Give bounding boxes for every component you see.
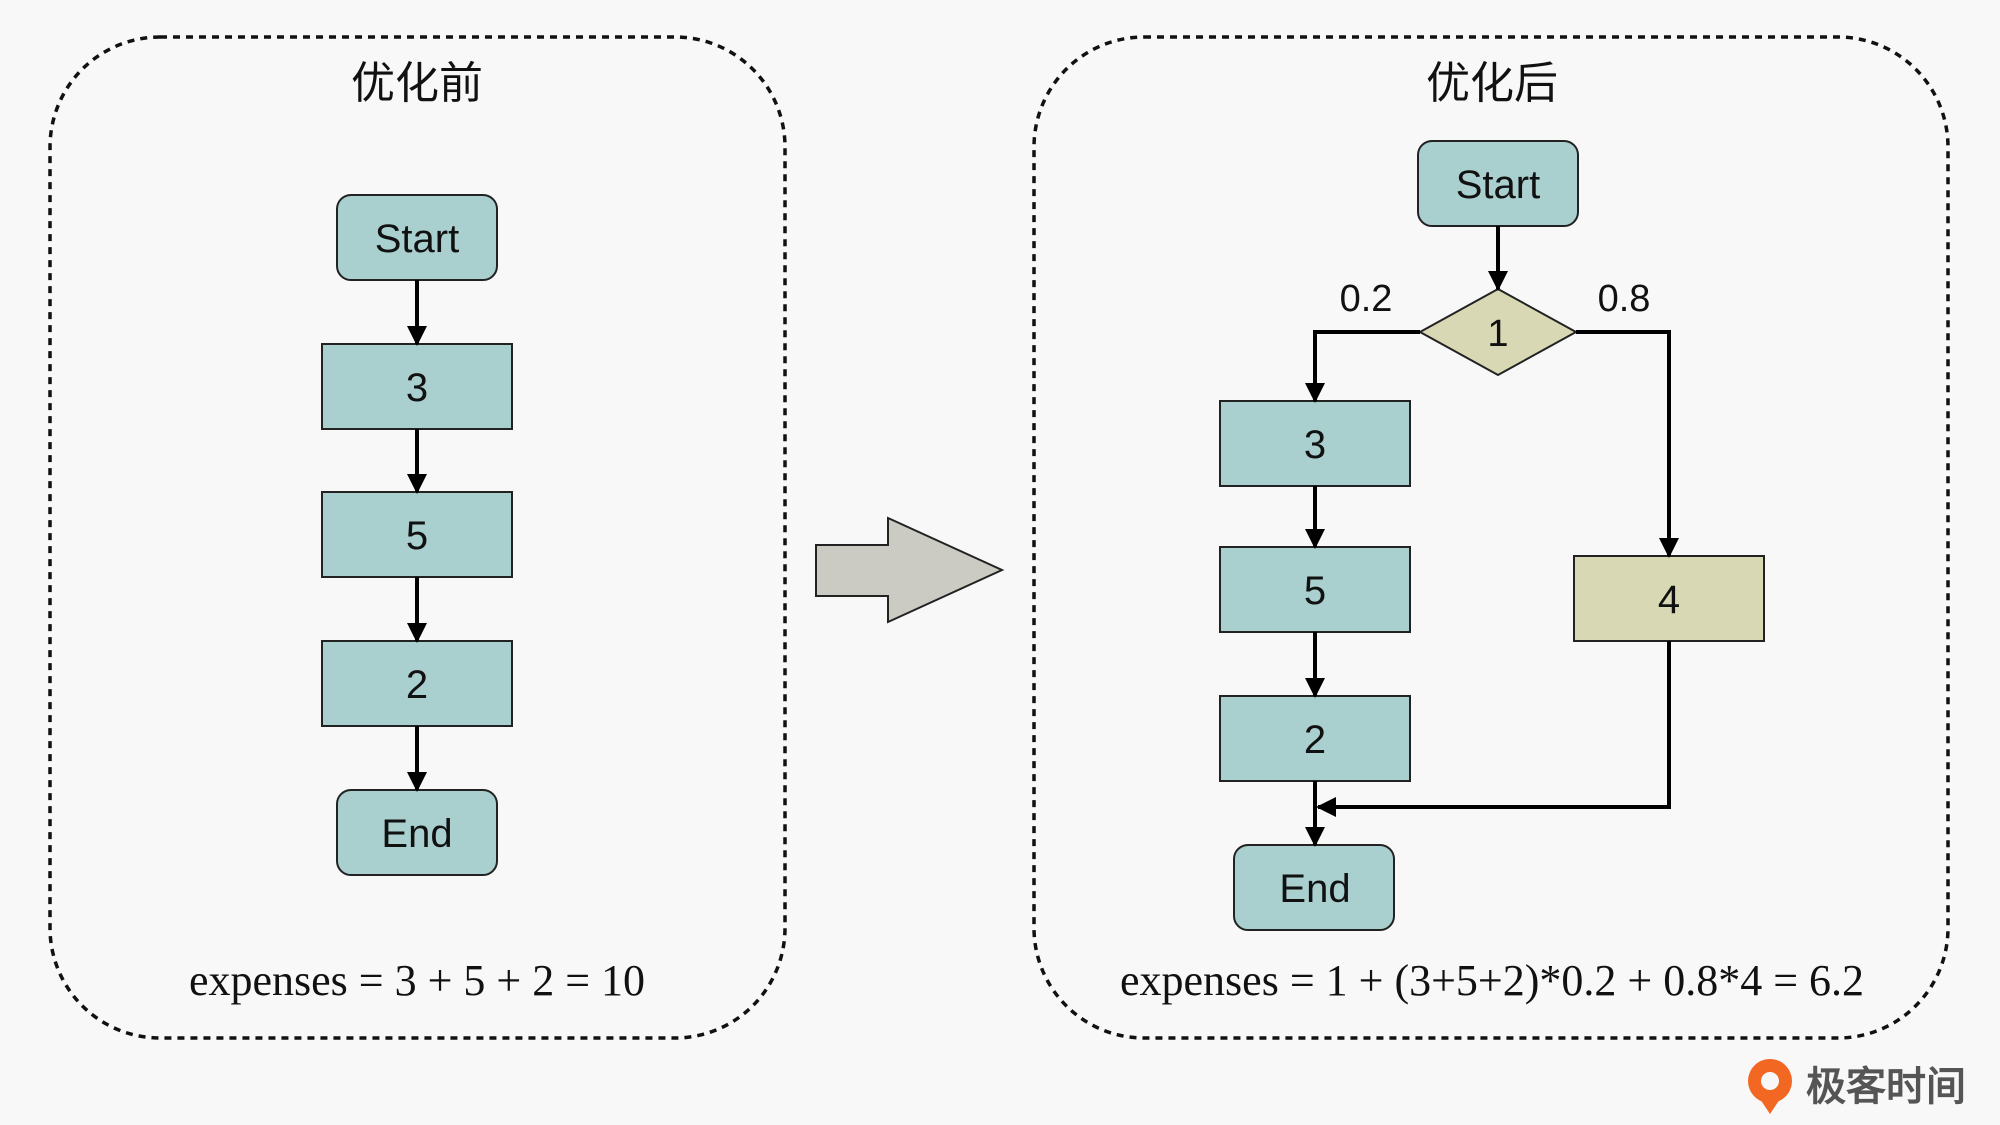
after-end-label: End bbox=[1279, 867, 1350, 911]
before-end-label: End bbox=[381, 812, 452, 856]
after-left-step-label: 3 bbox=[1304, 423, 1326, 467]
before-panel: 优化前 Start 3 5 2 End expenses = 3 + 5 + 2… bbox=[48, 35, 787, 1040]
after-right-step-label: 4 bbox=[1658, 578, 1680, 622]
after-title: 优化后 bbox=[1426, 58, 1558, 109]
after-left-probability: 0.2 bbox=[1340, 278, 1393, 320]
after-left-step-label: 2 bbox=[1304, 718, 1326, 762]
after-panel: 优化后 Start 1 0.2 0.8 3 5 2 4 End bbox=[1032, 35, 1950, 1040]
after-right-branch-arrow bbox=[1576, 330, 1679, 558]
transform-arrow bbox=[815, 516, 1005, 624]
after-left-step-node bbox=[1219, 695, 1411, 782]
after-decision-label: 1 bbox=[1487, 313, 1508, 355]
after-formula: expenses = 1 + (3+5+2)*0.2 + 0.8*4 = 6.2 bbox=[1120, 956, 1864, 1005]
after-left-step-label: 5 bbox=[1304, 569, 1326, 613]
before-step-label: 5 bbox=[406, 514, 428, 558]
after-left-branch-arrow bbox=[1305, 330, 1420, 403]
after-right-probability: 0.8 bbox=[1598, 278, 1651, 320]
geektime-logo-text: 极客时间 bbox=[1806, 1064, 1966, 1110]
before-formula: expenses = 3 + 5 + 2 = 10 bbox=[189, 956, 645, 1005]
before-step-label: 2 bbox=[406, 663, 428, 707]
after-merge-arrow bbox=[1316, 641, 1671, 817]
after-start-label: Start bbox=[1456, 163, 1540, 207]
after-decision-node bbox=[1417, 287, 1579, 377]
before-step-node bbox=[321, 491, 513, 578]
after-right-step-node bbox=[1573, 555, 1765, 642]
before-step-node bbox=[321, 343, 513, 430]
geektime-logo: 极客时间 bbox=[1748, 1059, 1966, 1114]
geektime-logo-icon bbox=[1748, 1059, 1792, 1114]
before-title: 优化前 bbox=[351, 58, 483, 109]
before-start-label: Start bbox=[375, 217, 459, 261]
before-step-label: 3 bbox=[406, 366, 428, 410]
before-panel-border bbox=[48, 35, 787, 1040]
